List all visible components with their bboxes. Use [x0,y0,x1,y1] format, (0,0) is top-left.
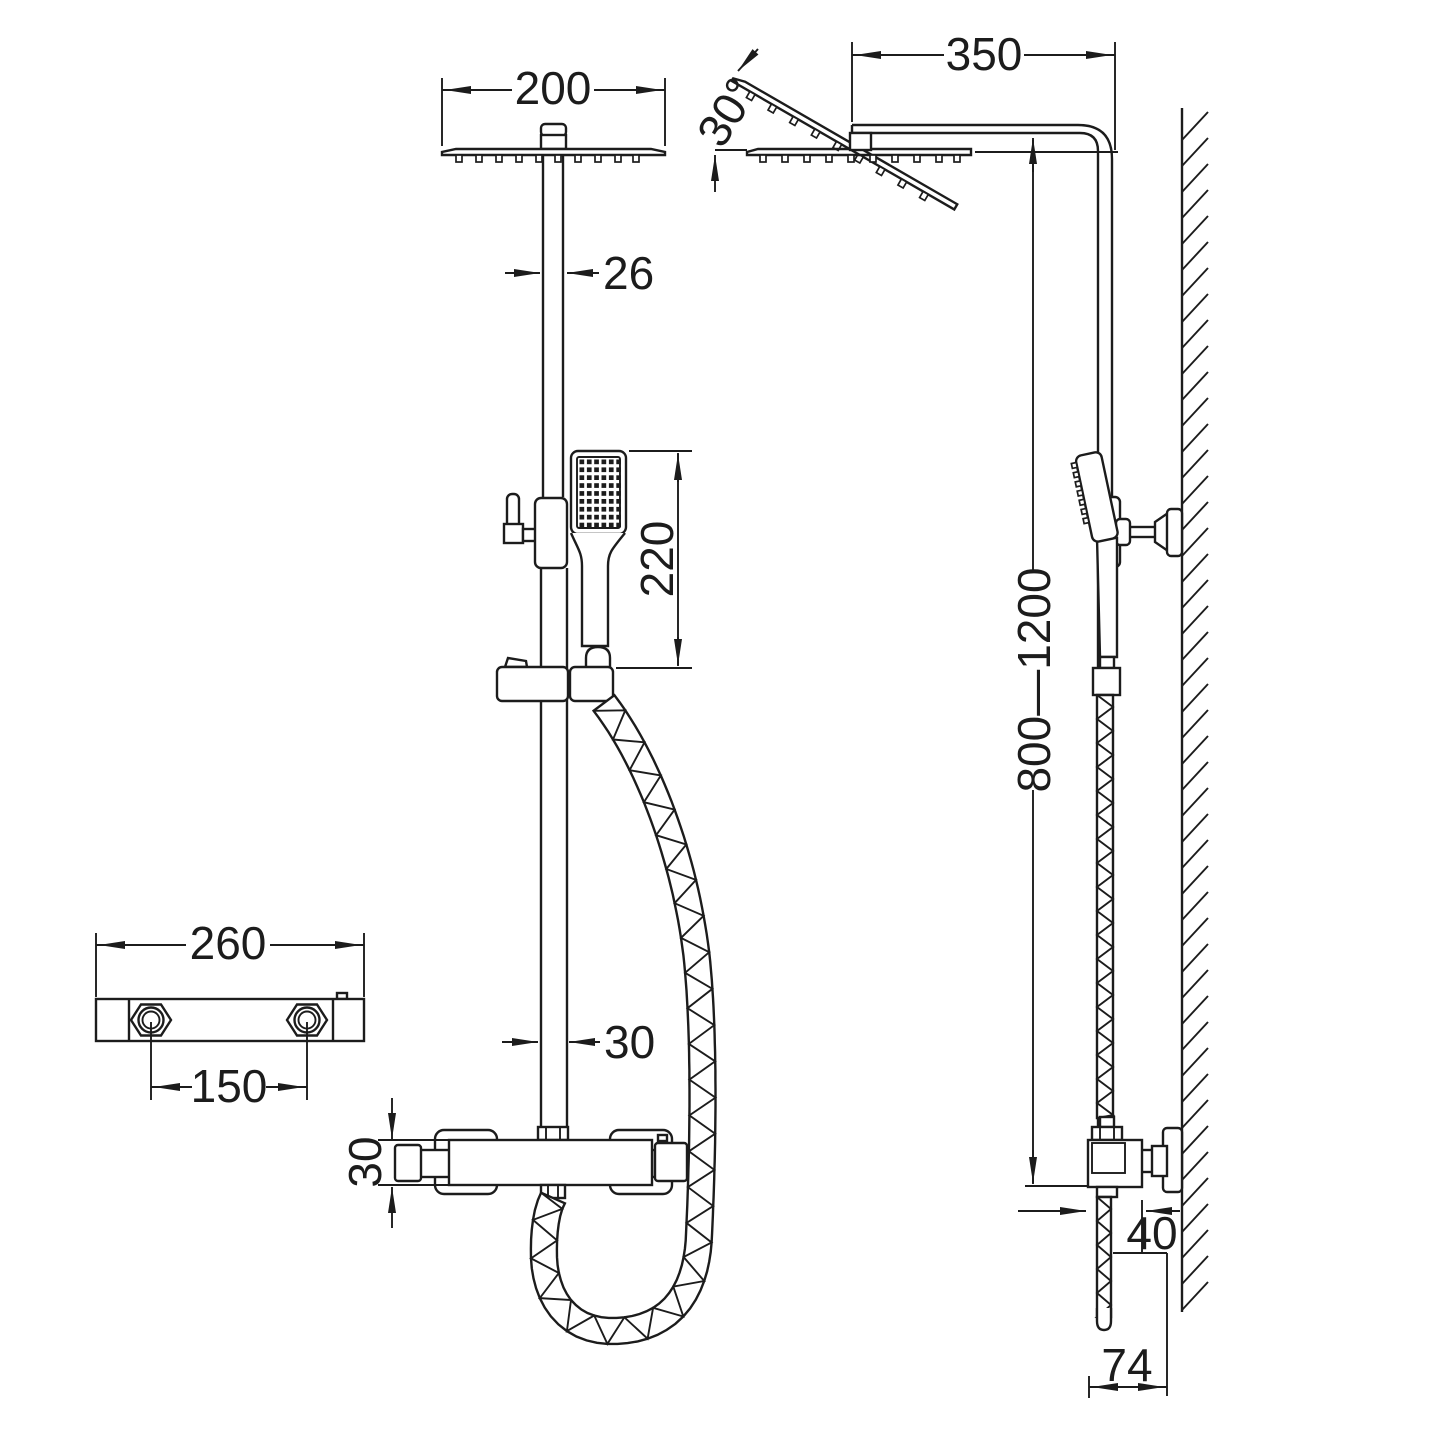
label-backing [512,64,594,108]
head-nozzles-side [759,154,961,163]
valve-bottom-nut [1095,1185,1119,1199]
dim-adjustable-height: 800—1200 [1008,138,1090,1187]
dim-hose-wall-distance: 74 [1088,1253,1168,1398]
dim-valve-wall-offset: 40 [1018,1200,1180,1259]
valve-front [393,1125,689,1200]
hose-fitting [1098,1115,1116,1129]
handle-stem-left [418,1148,452,1179]
handset-nozzles-side [1070,461,1091,525]
head-connector-base [539,133,568,151]
head-nozzles [455,154,640,163]
valve-body-side [1086,1138,1144,1189]
diverter-body [533,496,569,570]
hose-hook [584,645,612,668]
bracket-stem [1127,525,1158,539]
handset-handle [569,532,626,648]
valve-body [447,1138,654,1187]
dim-inlet-spacing-label: 150 [191,1060,268,1112]
handle-left [393,1143,423,1183]
shower-hose-side-upper [1095,693,1116,1120]
bracket-body [495,665,570,703]
dim-valve-body-height-label: 30 [339,1136,391,1187]
wall [1180,108,1209,1312]
diverter-elbow [502,522,525,545]
hand-shower-side [1070,451,1122,697]
dim-valve-body-height: 30 [339,1098,449,1228]
dim-adjustable-height-label: 800—1200 [1008,567,1060,792]
dim-head-tilt-label: 30° [687,69,768,156]
label-backing [192,1063,266,1109]
dim-valve-length-label: 260 [190,917,267,969]
handset-connector [1098,655,1116,670]
arm-inner-edge [852,131,1100,152]
wall-hatching [1181,111,1209,1311]
handset-head-side [1070,451,1119,543]
bracket-release-tab [503,656,529,669]
valve-top [94,991,366,1043]
shower-hose-front [529,693,718,1346]
top-view: 260 150 [94,917,366,1112]
dim-riser-pipe-width: 30 [502,1016,655,1068]
dim-head-width: 200 [441,62,666,146]
dim-handset-length: 220 [616,450,692,669]
wall-bracket [1114,507,1184,558]
head-plate [440,147,667,157]
dim-head-width-label: 200 [515,62,592,114]
hose-end [1095,1308,1113,1332]
valve-face-detail [1091,1142,1126,1174]
dim-valve-wall-offset-label: 40 [1126,1207,1177,1259]
tilt-leader-arrow [737,48,759,72]
hand-shower-front [569,449,628,668]
front-view: 200 26 [339,62,718,1346]
dim-head-pipe-width-label: 26 [603,247,654,299]
dim-hose-wall-distance-label: 74 [1101,1339,1152,1391]
label-backing [186,919,270,965]
valve-side [1086,1115,1184,1199]
dim-riser-pipe-width-label: 30 [604,1016,655,1068]
slider-bracket-front [495,656,615,703]
label-backing [944,30,1024,76]
valve-tab [656,1133,669,1143]
handset-spray-grid [579,459,621,528]
valve-wall-nut [1150,1144,1169,1178]
handle-right [653,1141,689,1183]
dim-arm-reach: 350 [851,28,1116,150]
bracket-cup [568,665,615,703]
shower-arm [850,123,1118,1140]
hose-nut [1091,666,1122,697]
bracket-wall-plate [1165,507,1184,558]
head-connector-side [848,131,873,152]
dim-handset-length-label: 220 [631,521,683,598]
diverter-assembly [502,492,569,570]
dim-arm-reach-label: 350 [946,28,1023,80]
top-connection-nut [536,1125,570,1142]
dim-valve-length: 260 [95,917,365,997]
tilted-head-nozzles [745,90,930,202]
shower-hose-side-lower [1094,1195,1113,1319]
riser-pipe-front [539,155,569,1127]
dim-inlet-spacing: 150 [150,1022,308,1112]
arm-outer-edge [852,123,1114,160]
tilt-annotation: 30° [687,48,768,192]
handset-handle-side [1095,536,1119,659]
side-view: 350 30° 800—1200 [687,28,1209,1398]
dim-head-pipe-width: 26 [505,247,654,299]
hose-end-cap [1095,1308,1113,1332]
valve-top-nut [1090,1125,1124,1142]
rain-head-side [745,131,973,163]
rain-head-front [440,122,667,163]
